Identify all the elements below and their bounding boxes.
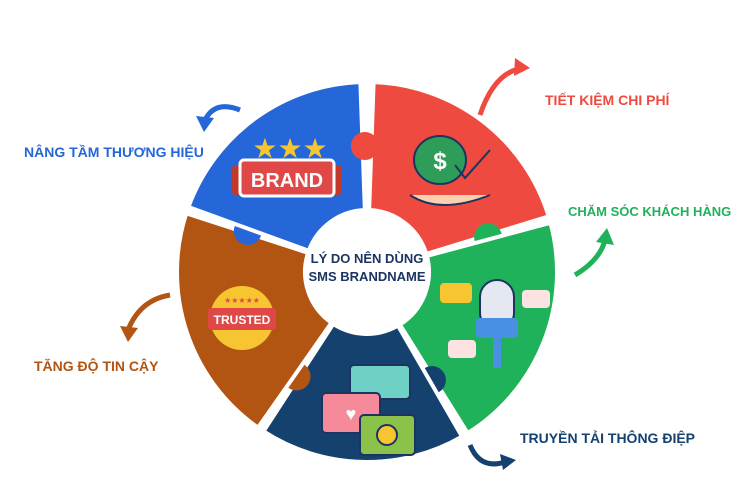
- arrow-navy: [467, 443, 506, 467]
- puzzle-knob: [350, 132, 379, 161]
- center-title: LÝ DO NÊN DÙNG SMS BRANDNAME: [308, 251, 426, 284]
- arrow-blue: [202, 104, 241, 122]
- svg-text:★★★★★: ★★★★★: [224, 296, 260, 305]
- brand-badge-icon: BRAND ★★★: [232, 133, 342, 198]
- svg-text:♥: ♥: [346, 404, 357, 424]
- label-deliver-message: TRUYỀN TẢI THÔNG ĐIỆP: [520, 430, 696, 446]
- microphone-chat-icon: [440, 279, 550, 368]
- arrow-red: [477, 65, 526, 116]
- arrow-brown: [125, 292, 171, 331]
- svg-text:★★★: ★★★: [252, 133, 327, 164]
- money-bag-hand-icon: $: [409, 135, 491, 206]
- message-bubbles-icon: ♥: [321, 364, 416, 456]
- svg-text:TRUSTED: TRUSTED: [214, 313, 271, 327]
- svg-text:$: $: [433, 148, 447, 175]
- label-save-cost: TIẾT KIỆM CHI PHÍ: [545, 92, 670, 108]
- label-brand: NÂNG TẦM THƯƠNG HIỆU: [24, 144, 204, 160]
- arrow-green: [573, 239, 608, 278]
- svg-text:BRAND: BRAND: [251, 170, 323, 192]
- trusted-badge-icon: TRUSTED ★★★★★: [208, 286, 276, 350]
- label-trust: TĂNG ĐỘ TIN CẬY: [34, 358, 159, 374]
- label-customer-care: CHĂM SÓC KHÁCH HÀNG: [568, 204, 732, 219]
